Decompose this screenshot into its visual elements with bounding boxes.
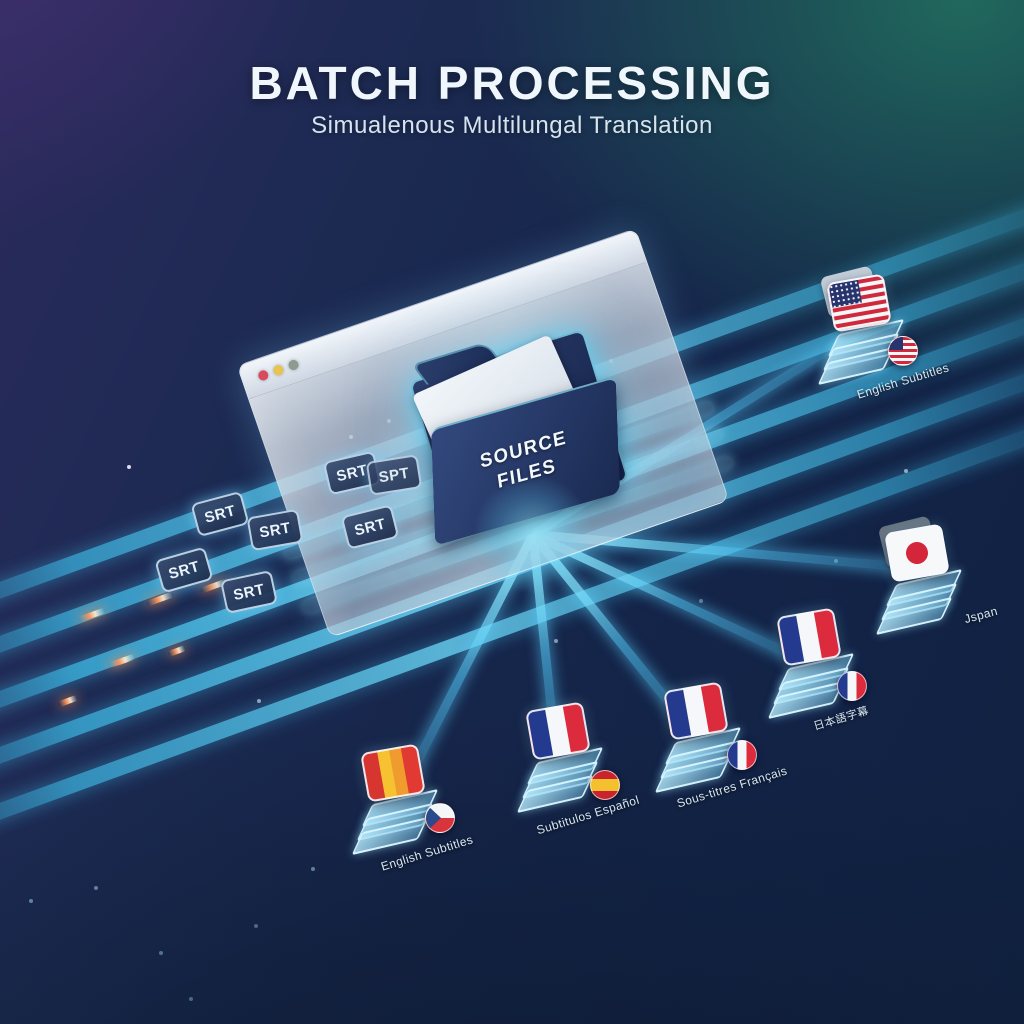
traffic-light-maximize-icon	[287, 358, 300, 372]
output-file-english-us: English Subtitles	[817, 265, 951, 428]
srt-badge-label: SPT	[377, 464, 411, 486]
red-yellow-flag-icon	[360, 743, 426, 803]
output-file-french-subtitles: Sous-titres Français	[654, 681, 789, 836]
spark-icon	[167, 645, 187, 657]
czech-flag-badge-icon	[425, 803, 455, 833]
srt-file-badge: SRT	[190, 490, 250, 538]
traffic-light-close-icon	[256, 369, 270, 382]
output-file-japanese-subtitles: 日本語字幕	[767, 607, 892, 762]
france-flag-badge-icon	[837, 671, 867, 701]
srt-badge-label: SRT	[231, 580, 267, 604]
srt-badge-label: SRT	[258, 518, 292, 542]
spain-flag-badge-icon	[590, 770, 620, 800]
spark-icon	[57, 694, 79, 708]
page-title: BATCH PROCESSING	[249, 57, 775, 109]
output-file-spanish-subtitles: Subtitulos Español	[516, 701, 641, 856]
traffic-light-minimize-icon	[272, 363, 285, 377]
page-subtitle: Simualenous Multilungal Translation	[311, 112, 713, 139]
beam-hub-glow	[473, 474, 593, 594]
particle-specks	[0, 0, 2, 2]
us-flag-icon	[826, 273, 892, 333]
srt-badge-label: SRT	[202, 501, 238, 527]
output-file-english-subtitles: English Subtitles	[351, 743, 476, 898]
france-flag-icon	[663, 681, 729, 741]
srt-badge-label: SRT	[352, 514, 388, 540]
srt-badge-label: SRT	[334, 461, 370, 485]
srt-badge-label: SRT	[166, 557, 202, 583]
us-flag-badge-icon	[888, 336, 918, 366]
japan-flag-icon	[884, 523, 950, 583]
france-flag-icon	[776, 607, 842, 667]
france-flag-icon	[525, 701, 591, 761]
output-file-japan: Jspan	[875, 515, 1000, 678]
france-flag-badge-icon	[727, 740, 757, 770]
